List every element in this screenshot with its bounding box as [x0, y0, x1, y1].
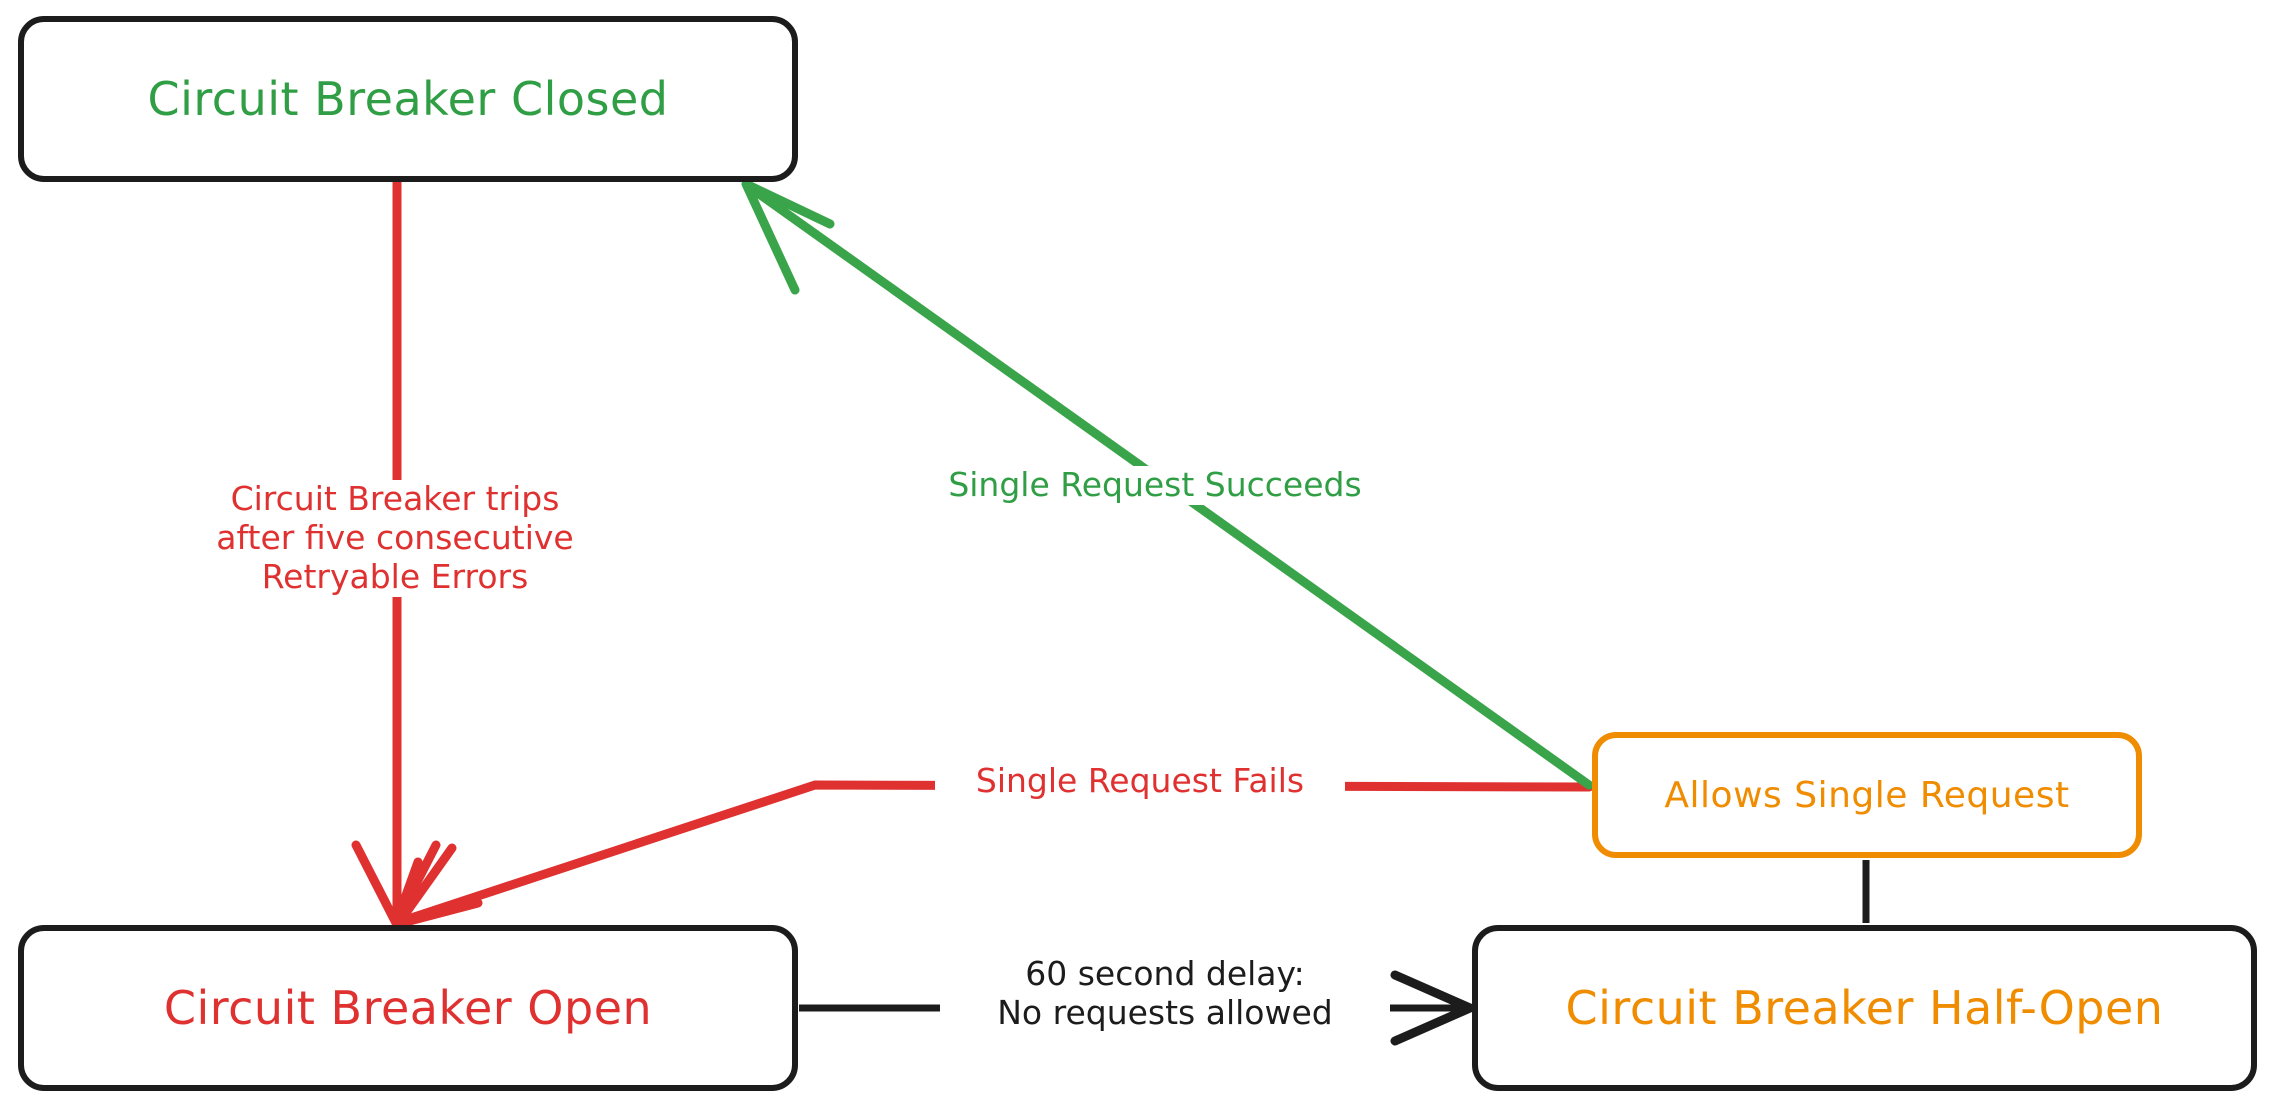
node-label-allows-single-request: Allows Single Request: [1664, 774, 2070, 816]
node-label-open: Circuit Breaker Open: [163, 981, 653, 1035]
edge-closed-to-open: [351, 181, 441, 928]
edge-allows-to-open: [393, 780, 1594, 929]
node-circuit-breaker-closed[interactable]: Circuit Breaker Closed: [18, 16, 798, 182]
node-circuit-breaker-open[interactable]: Circuit Breaker Open: [18, 925, 798, 1091]
node-allows-single-request[interactable]: Allows Single Request: [1592, 732, 2142, 858]
edge-allows-to-closed: [741, 179, 1594, 790]
edge-open-to-halfopen: [799, 970, 1475, 1046]
node-label-half-open: Circuit Breaker Half-Open: [1565, 981, 2164, 1035]
node-label-closed: Circuit Breaker Closed: [147, 72, 669, 126]
arrowhead-open-to-halfopen: [1390, 970, 1475, 1046]
node-circuit-breaker-half-open[interactable]: Circuit Breaker Half-Open: [1472, 925, 2257, 1091]
arrowhead-allows-to-closed: [741, 179, 835, 295]
arrowhead-allows-to-open: [393, 843, 483, 929]
